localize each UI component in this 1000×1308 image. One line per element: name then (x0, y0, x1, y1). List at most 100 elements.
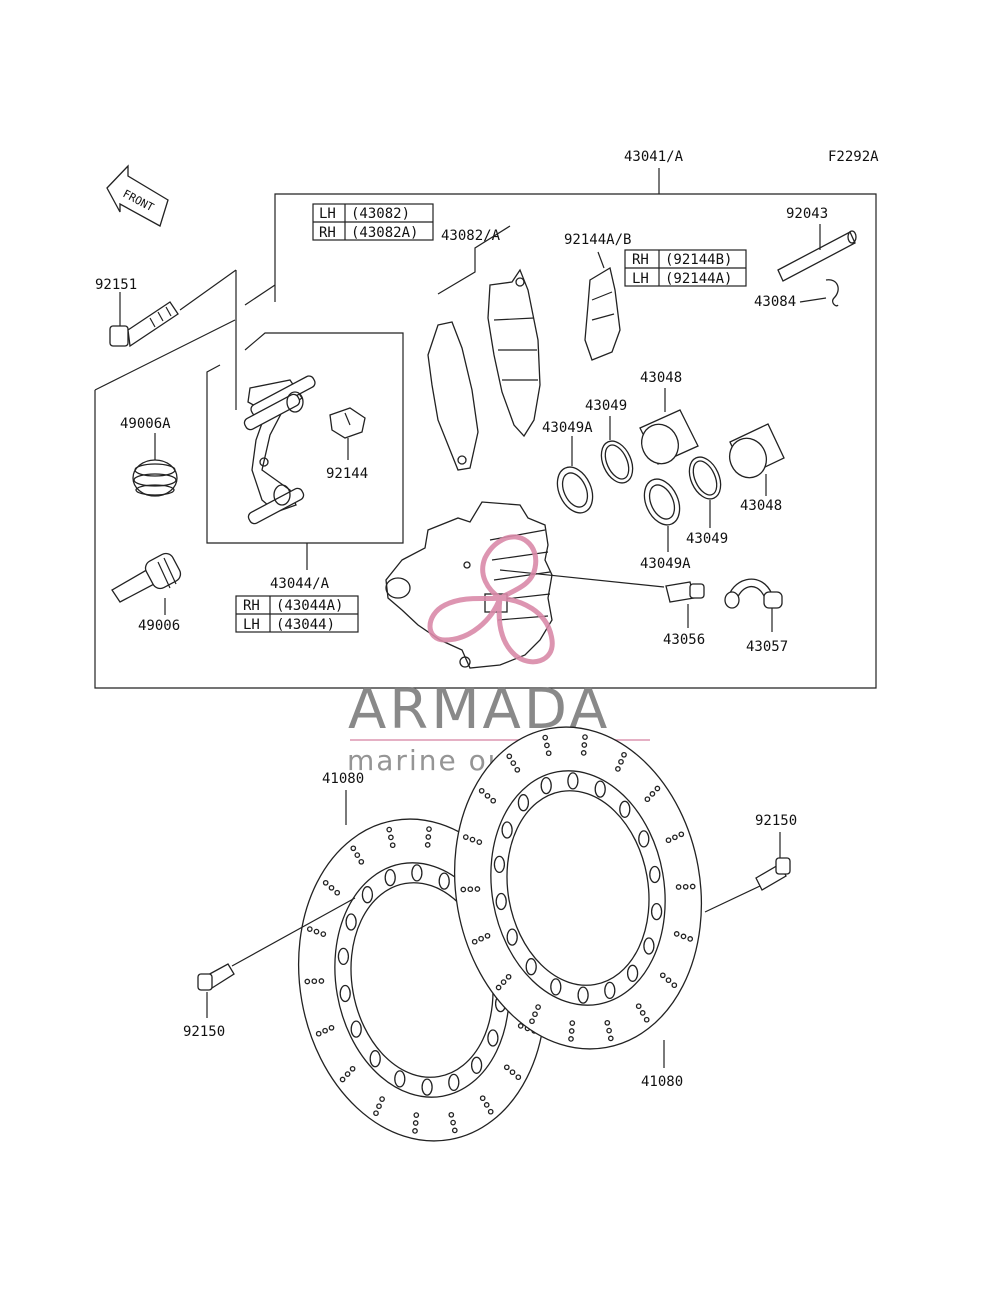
disc-dot (386, 826, 393, 833)
disc-dot (311, 978, 318, 985)
disc-hole (345, 913, 357, 931)
holder-subframe (94, 319, 236, 391)
bolt-92150-right (704, 832, 791, 913)
disc-dot (517, 1023, 524, 1029)
disc-dot (635, 1003, 642, 1010)
disc-hole (487, 1029, 499, 1047)
table-spring-side-1: RH (632, 252, 649, 268)
disc-dot (506, 753, 513, 760)
cap-43057 (724, 578, 783, 632)
disc-dot (665, 837, 672, 844)
disc-dot (671, 982, 678, 989)
disc-dot (532, 1011, 538, 1018)
disc-dot (678, 831, 685, 838)
table-holder-side-1: RH (243, 598, 260, 614)
label-43057: 43057 (746, 639, 788, 655)
disc-dot (535, 1004, 541, 1010)
armada-logo-mark-icon (427, 534, 555, 665)
caliper-body (385, 501, 665, 669)
disc-dot (509, 1069, 516, 1076)
pin-49006 (111, 552, 182, 615)
disc-dot (448, 1111, 455, 1118)
disc-dot (569, 1020, 576, 1026)
disc-dot (462, 834, 469, 840)
table-pads-side-1: LH (319, 206, 336, 222)
disc-dot (503, 1064, 510, 1071)
disc-hole (501, 821, 513, 839)
disc-dot (580, 750, 587, 756)
label-92043: 92043 (786, 206, 828, 222)
disc-dot (426, 826, 432, 832)
disc-dot (545, 750, 552, 757)
disc-dot (639, 1010, 646, 1016)
piston-43048-right (729, 423, 785, 496)
bolt-92150-left (197, 897, 356, 1018)
disc-dot (315, 1030, 322, 1037)
disc-dot (479, 1095, 486, 1102)
disc-hole (619, 800, 631, 818)
disc-dot (413, 1112, 420, 1118)
table-holder: RH (43044A) LH (43044) (235, 595, 359, 633)
disc-dot (358, 858, 365, 865)
bolt-92151 (109, 269, 276, 410)
table-pads: LH (43082) RH (43082A) (312, 203, 434, 241)
disc-hole (361, 886, 374, 904)
disc-hole (384, 868, 396, 887)
brake-pads-43082 (427, 268, 541, 471)
label-49006: 49006 (138, 618, 180, 634)
disc-dot (644, 796, 651, 803)
disc-dot (680, 933, 687, 940)
disc-dot (495, 984, 502, 991)
disc-dot (478, 787, 485, 794)
disc-dot (476, 839, 483, 845)
disc-dot (474, 886, 481, 892)
disc-dot (515, 1074, 522, 1081)
label-92144A-B: 92144A/B (564, 232, 631, 248)
boot-49006A (132, 433, 178, 497)
disc-hole (550, 978, 562, 996)
disc-dot (542, 734, 549, 741)
table-pads-side-2: RH (319, 225, 336, 241)
label-49006A: 49006A (120, 416, 171, 432)
disc-dot (379, 1096, 385, 1102)
table-spring-side-2: LH (632, 271, 649, 287)
label-43049A-top: 43049A (542, 420, 593, 436)
disc-dot (313, 928, 320, 935)
disc-dot (514, 766, 521, 773)
label-92150-left: 92150 (183, 1024, 225, 1040)
disc-dot (675, 884, 682, 890)
disc-dot (373, 1110, 379, 1117)
seal-43049-top (600, 416, 634, 484)
disc-hole (493, 855, 506, 874)
disc-dot (412, 1128, 418, 1134)
disc-hole (604, 981, 616, 1000)
disc-hole (577, 986, 589, 1004)
pad-spring-92144A (584, 251, 621, 361)
disc-hole (350, 1020, 362, 1038)
disc-dot (450, 1119, 456, 1126)
disc-dot (659, 972, 666, 979)
disc-hole (448, 1073, 460, 1092)
diagram-code: F2292A (828, 149, 879, 165)
label-43048-top: 43048 (640, 370, 682, 386)
disc-dot (618, 758, 624, 765)
label-43044-A: 43044/A (270, 576, 330, 592)
disc-hole (525, 958, 537, 976)
disc-dot (672, 834, 678, 841)
disc-dot (689, 883, 696, 890)
spring-92144 (329, 407, 366, 460)
disc-dot (460, 886, 467, 893)
disc-dot (484, 932, 491, 939)
disc-dot (505, 973, 512, 980)
disc-hole (506, 928, 518, 946)
label-43049A-bottom: 43049A (640, 556, 691, 572)
disc-hole (339, 984, 351, 1003)
seal-43049A-bottom (643, 478, 681, 552)
disc-hole (567, 772, 579, 790)
disc-dot (320, 931, 327, 937)
disc-hole (369, 1050, 381, 1068)
disc-hole (626, 964, 639, 982)
disc-dot (490, 797, 497, 804)
table-pads-part-2: (43082A) (351, 225, 418, 241)
